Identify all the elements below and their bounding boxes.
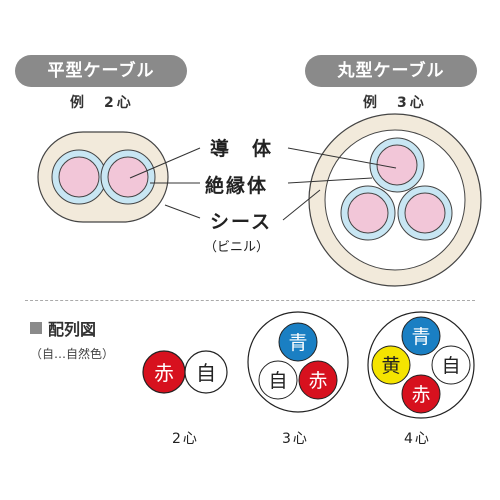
core-blue bbox=[401, 316, 441, 356]
insulation-label: 絶縁体 bbox=[205, 175, 269, 197]
core-label: 自 bbox=[268, 370, 287, 392]
leader-insulation-round bbox=[287, 177, 373, 184]
core-label: 青 bbox=[411, 326, 430, 348]
core-label: 赤 bbox=[411, 384, 430, 406]
core-count-2: 2心 bbox=[172, 431, 199, 447]
leader-lines bbox=[129, 147, 397, 221]
flat-conductor-right bbox=[107, 156, 149, 198]
flat-cable-example: 例 2心 bbox=[70, 95, 134, 111]
flat-cable-title: 平型ケーブル bbox=[15, 55, 187, 87]
core-label: 赤 bbox=[154, 361, 174, 385]
leader-sheath-round bbox=[282, 189, 321, 221]
core-label: 青 bbox=[288, 332, 307, 354]
core-count-4: 4心 bbox=[404, 431, 431, 447]
round-cable-example: 例 3心 bbox=[363, 95, 427, 111]
round-conductor-top bbox=[376, 144, 418, 186]
leader-conductor-round bbox=[287, 147, 397, 169]
arrangement-subtitle: （自…自然色） bbox=[30, 347, 115, 361]
core-natural bbox=[184, 350, 228, 394]
arrangement-2-core: 赤 自 bbox=[142, 350, 228, 394]
core-natural bbox=[431, 345, 471, 385]
arrangement-title-text: 配列図 bbox=[48, 320, 97, 339]
core-label: 自 bbox=[196, 361, 216, 385]
arrangement-title: 配列図 bbox=[30, 316, 96, 340]
outer-ring bbox=[367, 311, 475, 419]
core-label: 黄 bbox=[381, 355, 400, 377]
arrangement-4-core: 青 黄 自 赤 bbox=[367, 311, 475, 419]
round-cable-title: 丸型ケーブル bbox=[305, 55, 477, 87]
round-conductor-right bbox=[404, 192, 446, 234]
core-red bbox=[298, 360, 338, 400]
flat-cable-section bbox=[37, 131, 169, 223]
round-conductor-left bbox=[347, 192, 389, 234]
flat-conductor-left bbox=[58, 156, 100, 198]
core-blue bbox=[278, 322, 318, 362]
core-natural bbox=[258, 360, 298, 400]
core-label: 赤 bbox=[308, 370, 327, 392]
leader-sheath-flat bbox=[164, 204, 201, 219]
sheath-label: シース bbox=[210, 211, 273, 233]
gray-square-icon bbox=[30, 322, 42, 334]
round-cable-section bbox=[308, 113, 482, 287]
leader-conductor-flat bbox=[129, 147, 201, 179]
core-label: 自 bbox=[441, 355, 460, 377]
section-divider bbox=[25, 300, 475, 301]
arrangement-3-core: 青 自 赤 bbox=[247, 311, 349, 413]
sheath-note-label: （ビニル） bbox=[204, 240, 270, 255]
core-yellow bbox=[371, 345, 411, 385]
core-count-3: 3心 bbox=[282, 431, 309, 447]
conductor-label: 導 体 bbox=[210, 138, 274, 160]
core-red bbox=[401, 374, 441, 414]
